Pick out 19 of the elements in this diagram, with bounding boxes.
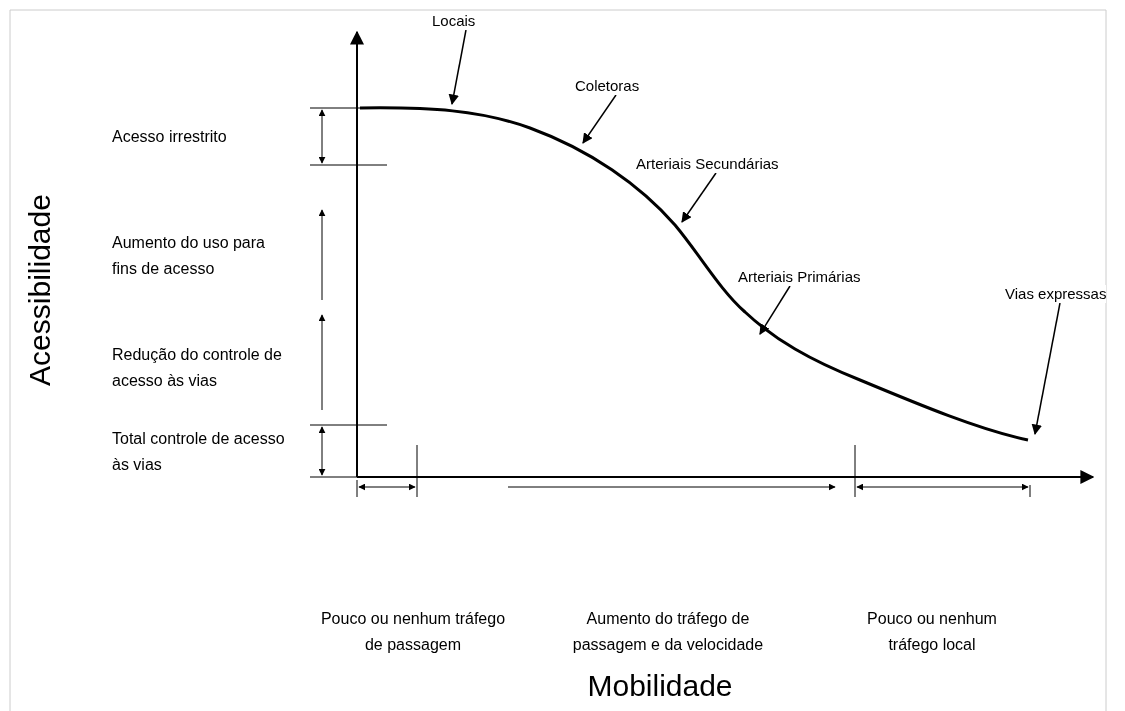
- range-label: Redução do controle de acesso às vias: [112, 345, 283, 391]
- leader-arrow: [1031, 302, 1061, 436]
- axis-title: Acessibilidade: [22, 194, 57, 386]
- road-class-label: Vias expressas: [1005, 285, 1107, 303]
- range-label: Aumento do uso para fins de acesso: [112, 233, 266, 279]
- range-label: Acesso irrestrito: [112, 127, 228, 147]
- leader-arrow: [759, 285, 791, 335]
- range-label: Aumento do tráfego de passagem e da velocidade: [571, 609, 765, 655]
- range-label: Pouco ou nenhum tráfego de passagem: [319, 609, 507, 655]
- range-label: Pouco ou nenhum tráfego local: [866, 609, 998, 655]
- leader-arrow: [582, 94, 617, 144]
- leader-arrow: [448, 29, 467, 106]
- road-class-label: Arteriais Secundárias: [636, 155, 779, 173]
- road-class-label: Arteriais Primárias: [738, 268, 861, 286]
- range-label: Total controle de acesso às vias: [112, 429, 286, 475]
- axis-title: Mobilidade: [586, 668, 734, 704]
- leader-arrow: [681, 172, 717, 223]
- road-class-label: Locais: [432, 12, 476, 30]
- road-class-label: Coletoras: [575, 77, 640, 95]
